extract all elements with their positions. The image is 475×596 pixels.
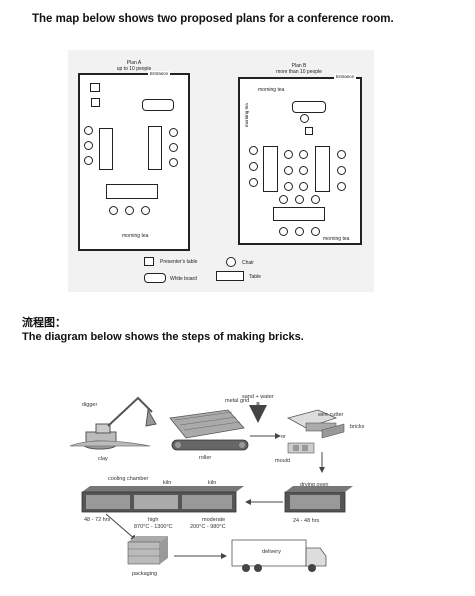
- plan-b-morning-tea-top: morning tea: [258, 87, 285, 93]
- plan-a-chair: [169, 158, 178, 167]
- metal-grid-label: metal grid: [225, 398, 249, 404]
- clay-pile: [69, 440, 151, 447]
- plan-a-chair: [109, 206, 118, 215]
- heading-cn-label: 流程图：: [22, 317, 66, 329]
- plan-a-chair: [84, 156, 93, 165]
- plan-a-chair: [84, 141, 93, 150]
- plan-a-table-right: [148, 126, 162, 170]
- plan-b-table-bottom: [273, 207, 325, 221]
- delivery-truck-illustration: [231, 539, 327, 572]
- wire-cutter-illustration: [286, 409, 345, 439]
- wire-cutter-label: wire cutter: [317, 412, 344, 418]
- plan-a-entrance: Entrance: [148, 71, 171, 76]
- roller-label: roller: [199, 455, 211, 461]
- kiln-illustration: [81, 486, 244, 513]
- plan-a-chair: [169, 143, 178, 152]
- plan-b-morning-tea-bottom: morning tea: [323, 236, 350, 242]
- legend-chair-label: Chair: [242, 260, 254, 266]
- plan-a-morning-tea: morning tea: [122, 233, 149, 239]
- plan-b-chair: [249, 146, 258, 155]
- legend-table-symbol: [216, 271, 244, 281]
- plan-b-chair: [337, 166, 346, 175]
- plan-b-chair: [284, 182, 293, 191]
- plan-b-chair: [300, 114, 309, 123]
- moderate-temp-label: 200°C - 980°C: [190, 524, 226, 530]
- plan-a-presenter-table-2: [91, 98, 100, 107]
- plan-b-chair: [299, 150, 308, 159]
- packaging-label: packaging: [132, 571, 157, 577]
- plan-b-chair: [249, 162, 258, 171]
- moderate-label: moderate: [202, 517, 225, 523]
- plan-b-chair: [299, 182, 308, 191]
- drying-oven-label: drying oven: [300, 482, 328, 488]
- plan-b-subtitle: more than 10 people: [276, 69, 322, 75]
- legend-presenter-symbol: [144, 257, 154, 266]
- plan-b-title: Plan B: [291, 63, 307, 69]
- plan-a-chair: [84, 126, 93, 135]
- plan-a-table-bottom: [106, 184, 158, 199]
- kiln-label-2: kiln: [208, 480, 216, 486]
- cooling-chamber-label-line1: cooling chamber: [108, 476, 149, 482]
- mould-label: mould: [275, 458, 290, 464]
- plan-b-entrance: Entrance: [334, 74, 357, 79]
- mould-illustration: [287, 442, 315, 454]
- metal-grid-illustration: [169, 409, 245, 439]
- legend-presenter-label: Presenter's table: [160, 259, 198, 265]
- digger-label: digger: [82, 402, 97, 408]
- packaging-illustration: [127, 536, 168, 565]
- plan-a-subtitle: up to 10 people: [116, 66, 152, 72]
- cooling-time-label: 48 - 72 hrs: [84, 517, 111, 523]
- plan-a-chair: [169, 128, 178, 137]
- heading-brick-text: The diagram below shows the steps of mak…: [22, 331, 304, 343]
- plan-b-chair: [337, 150, 346, 159]
- plan-b-table-left: [263, 146, 278, 192]
- plan-b-chair: [249, 178, 258, 187]
- drying-time-label: 24 - 48 hrs: [293, 518, 320, 524]
- heading-brick-process: 流程图： The diagram below shows the steps o…: [22, 316, 304, 344]
- delivery-label: delivery: [262, 549, 281, 555]
- plan-b-chair: [284, 150, 293, 159]
- plan-a-table-left: [99, 128, 113, 170]
- plan-b-presenter-table: [305, 127, 313, 135]
- plan-b-chair: [295, 195, 304, 204]
- plan-b-table-right: [315, 146, 330, 192]
- bricks-label: bricks: [350, 424, 365, 430]
- plan-b-whiteboard: [292, 101, 326, 113]
- high-label: high: [148, 517, 158, 523]
- plan-b-chair: [295, 227, 304, 236]
- plan-a-chair: [141, 206, 150, 215]
- or-label: or: [281, 434, 286, 440]
- plan-a-whiteboard: [142, 99, 174, 111]
- plan-b-chair: [337, 182, 346, 191]
- legend-whiteboard-symbol: [144, 273, 166, 283]
- plan-b-chair: [284, 166, 293, 175]
- legend-chair-symbol: [226, 257, 236, 267]
- plan-a-presenter-table: [90, 83, 100, 92]
- legend-table-label: Table: [249, 274, 261, 280]
- kiln-label-1: kiln: [163, 480, 171, 486]
- plan-b-chair: [279, 227, 288, 236]
- legend-whiteboard-label: White board: [170, 276, 197, 282]
- plan-b-chair: [299, 166, 308, 175]
- plan-b-chair: [311, 227, 320, 236]
- plan-a-chair: [125, 206, 134, 215]
- roller-conveyor: [171, 439, 249, 451]
- plan-b-chair: [279, 195, 288, 204]
- sand-water-label: sand + water: [242, 394, 274, 400]
- drying-oven-illustration: [284, 486, 353, 513]
- plan-b-chair: [311, 195, 320, 204]
- clay-label: clay: [98, 456, 108, 462]
- plan-a-title: Plan A: [126, 60, 142, 66]
- arrow-to-packaging: [105, 513, 137, 541]
- heading-conference-plans: The map below shows two proposed plans f…: [32, 13, 394, 25]
- high-temp-label: 870°C - 1300°C: [134, 524, 173, 530]
